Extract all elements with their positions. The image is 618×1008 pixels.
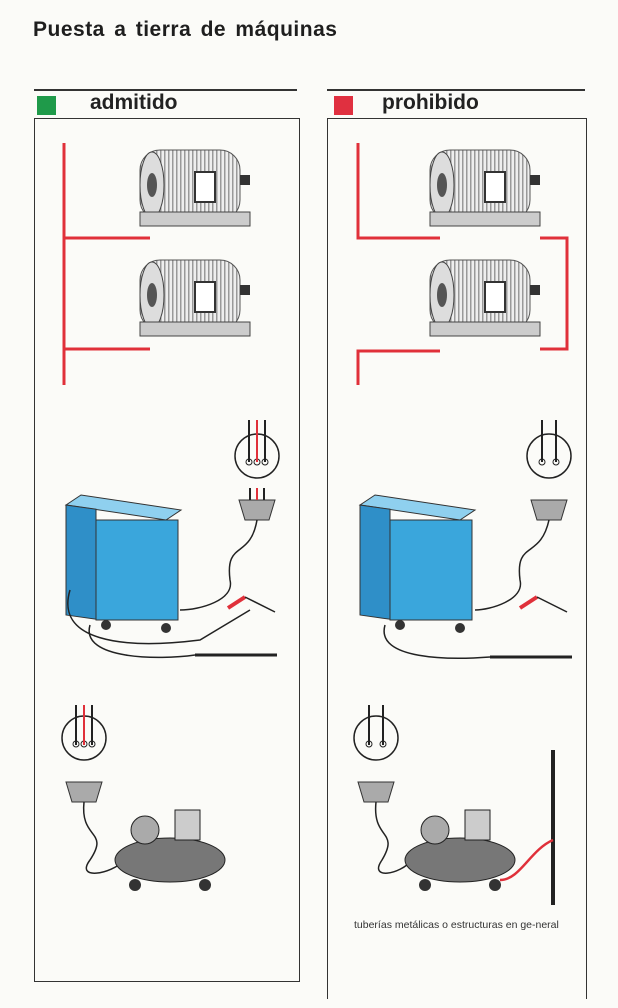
divider [34, 89, 297, 91]
improper-ground-wire [499, 838, 554, 882]
outlet-2pin-forbidden [526, 433, 572, 479]
chained-wire-forbidden [356, 143, 569, 385]
forbidden-heading: prohibido [382, 91, 479, 114]
allowed-panel [34, 118, 300, 982]
page-title: Puesta a tierra de máquinas [33, 18, 338, 41]
allowed-heading: admitido [90, 91, 178, 114]
motor-allowed-1 [139, 149, 251, 227]
plug-allowed [238, 499, 276, 521]
welder-allowed [65, 494, 182, 634]
divider [327, 89, 585, 91]
motor-forbidden-2 [429, 259, 541, 337]
motor-allowed-2 [139, 259, 251, 337]
plug-compressor-forbidden [357, 781, 395, 803]
plug-forbidden [530, 499, 568, 521]
allowed-color-swatch [37, 96, 56, 115]
pipe-caption: tuberías metálicas o estructuras en ge-n… [354, 919, 559, 931]
outlet-2pin-compressor-forbidden [353, 715, 399, 761]
forbidden-panel [327, 118, 587, 999]
forbidden-color-swatch [334, 96, 353, 115]
compressor-allowed [114, 809, 226, 892]
compressor-forbidden [404, 809, 516, 892]
plug-compressor-allowed [65, 781, 103, 803]
ground-wire-allowed [62, 143, 150, 385]
welder-forbidden [359, 494, 476, 634]
motor-forbidden-1 [429, 149, 541, 227]
